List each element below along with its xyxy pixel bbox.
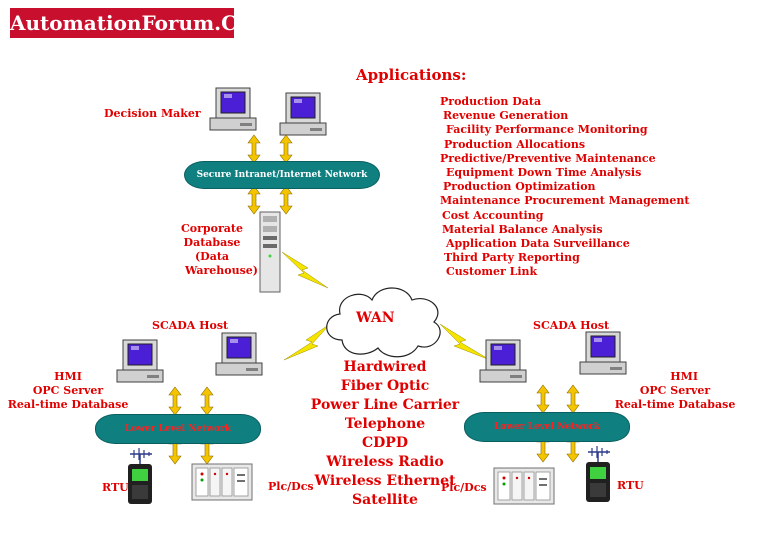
media-item: CDPD	[362, 435, 408, 451]
hmi-line: HMI	[670, 370, 698, 383]
decision-maker-computer-right-icon	[279, 92, 327, 136]
application-item: Production Optimization	[443, 180, 596, 194]
application-item: Maintenance Procurement Management	[440, 194, 690, 208]
up-down-arrow-icon	[279, 185, 293, 215]
scada-host-right-computer-icon	[579, 331, 627, 375]
corporate-database-line: Database (Data	[183, 236, 241, 263]
application-item: Application Data Surveillance	[446, 237, 630, 251]
application-item: Customer Link	[446, 265, 538, 279]
application-item: Production Data	[440, 95, 542, 108]
plc-dcs-left-label: Plc/Dcs	[268, 480, 314, 493]
corporate-database-line: Warehouse)	[184, 264, 258, 277]
site-logo: AutomationForum.Co	[10, 8, 250, 38]
rtu-right-label: RTU	[617, 479, 644, 492]
rtu-device-left-icon	[127, 447, 153, 505]
up-down-arrow-icon	[247, 185, 261, 215]
wan-cloud-icon	[326, 287, 441, 358]
media-item: Fiber Optic	[340, 378, 430, 394]
up-down-arrow-icon	[279, 134, 293, 164]
wan-label: WAN	[356, 310, 395, 326]
scada-host-right-computer-icon	[479, 339, 527, 383]
hmi-left-label: HMI OPC Server Real-time Database	[6, 370, 130, 412]
wan-link-bolt-icon	[439, 323, 491, 361]
lower-level-network-left: Lower Level Network	[95, 414, 261, 444]
plc-dcs-right-icon	[493, 467, 555, 505]
scada-host-left-label: SCADA Host	[152, 319, 229, 332]
hmi-right-label: HMI OPC Server Real-time Database	[612, 370, 738, 412]
up-down-arrow-icon	[566, 384, 580, 414]
hmi-line: Real-time Database	[7, 398, 129, 411]
media-item: Power Line Carrier	[310, 397, 460, 413]
scada-host-right-label: SCADA Host	[533, 319, 610, 332]
plc-dcs-left-icon	[191, 463, 253, 501]
application-item: Revenue Generation	[443, 109, 569, 123]
media-item: Hardwired	[343, 359, 427, 375]
hmi-line: OPC Server	[32, 384, 104, 397]
application-item: Predictive/Preventive Maintenance	[440, 151, 656, 165]
application-item: Cost Accounting	[442, 208, 544, 222]
up-down-arrow-icon	[200, 386, 214, 416]
wan-link-bolt-icon	[283, 323, 331, 361]
wan-link-bolt-icon	[281, 251, 329, 289]
application-item: Production Allocations	[444, 137, 586, 151]
hmi-line: OPC Server	[639, 384, 711, 397]
decision-maker-computer-left-icon	[209, 87, 257, 131]
media-item: Satellite	[352, 492, 418, 508]
scada-host-left-computer-icon	[215, 332, 263, 376]
application-item: Material Balance Analysis	[442, 222, 603, 236]
lower-level-network-right: Lower Level Network	[464, 412, 630, 442]
media-item: Wireless Radio	[326, 454, 444, 470]
hmi-line: HMI	[54, 370, 82, 383]
application-item: Facility Performance Monitoring	[446, 123, 648, 137]
corporate-database-label: Corporate Database (Data Warehouse)	[166, 222, 258, 278]
up-down-arrow-icon	[247, 134, 261, 164]
hmi-line: Real-time Database	[614, 398, 736, 411]
rtu-left-label: RTU	[102, 481, 129, 494]
applications-title: Applications:	[356, 66, 467, 84]
application-item: Equipment Down Time Analysis	[446, 166, 642, 180]
media-item: Telephone	[344, 416, 426, 432]
up-down-arrow-icon	[168, 386, 182, 416]
corporate-database-line: Corporate	[181, 222, 243, 235]
secure-intranet-network: Secure Intranet/Internet Network	[184, 161, 380, 189]
up-down-arrow-icon	[536, 384, 550, 414]
database-server-icon	[259, 211, 281, 293]
communication-media-list: Hardwired Fiber Optic Power Line Carrier…	[300, 358, 470, 510]
media-item: Wireless Ethernet	[314, 473, 456, 489]
decision-maker-label: Decision Maker	[104, 107, 201, 120]
applications-list: Production Data Revenue Generation Facil…	[440, 95, 689, 280]
plc-dcs-right-label: Plc/Dcs	[441, 481, 487, 494]
rtu-device-right-icon	[585, 445, 611, 503]
application-item: Third Party Reporting	[444, 251, 580, 265]
